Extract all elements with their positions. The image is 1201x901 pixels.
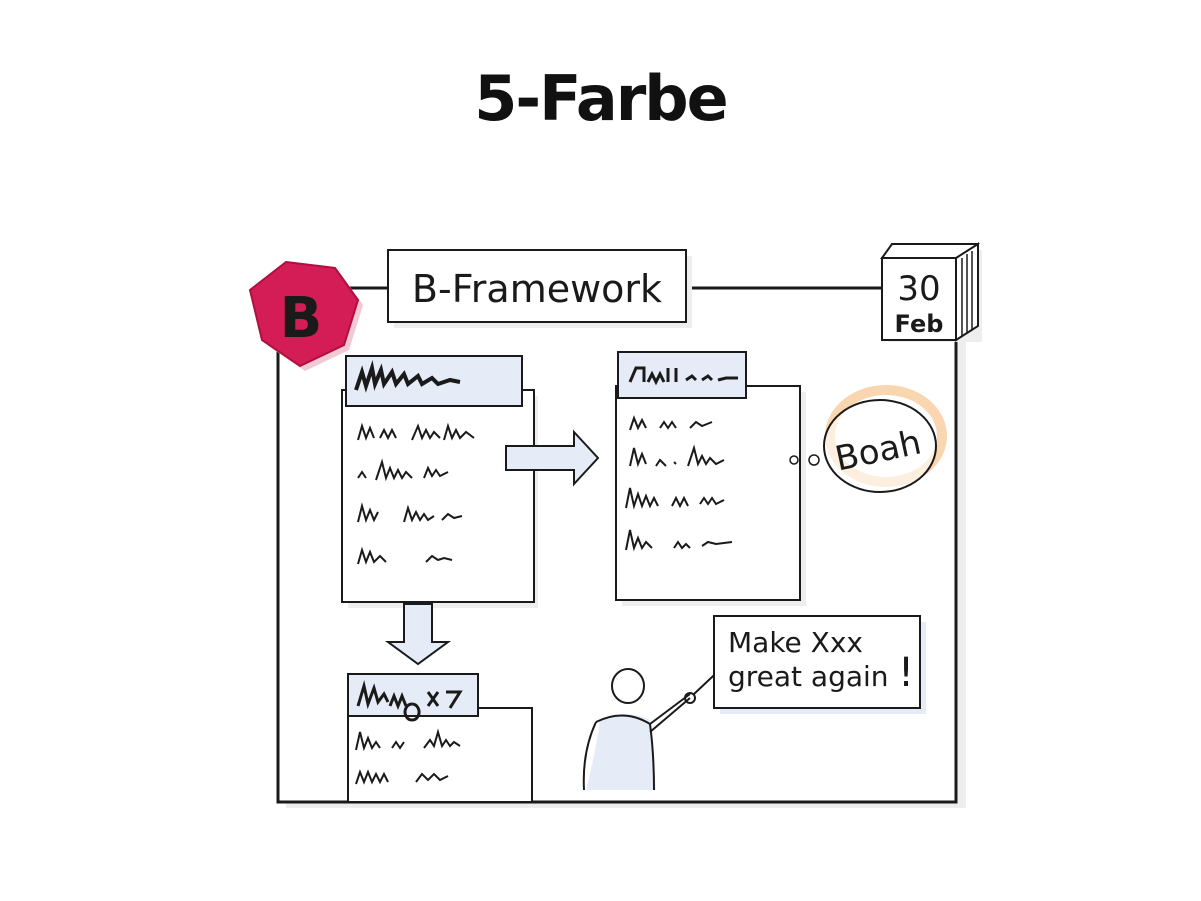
card2-scribbles xyxy=(625,415,733,552)
logo-hexagon xyxy=(248,260,360,368)
card3-scribbles xyxy=(355,728,461,785)
page-title: 5-Farbe xyxy=(474,62,728,135)
card2-body xyxy=(615,385,801,601)
header-title: B-Framework xyxy=(412,267,662,311)
card1-body xyxy=(341,389,535,603)
presenter-hand xyxy=(684,692,696,704)
sign-line1: Make Xxx xyxy=(728,626,863,659)
card3-body xyxy=(347,707,533,803)
card2-header xyxy=(617,351,747,399)
card3-header xyxy=(347,673,479,717)
thought-dot-medium xyxy=(808,454,820,466)
sign-line2: great again xyxy=(728,660,889,693)
presenter-figure xyxy=(582,661,729,791)
arrow-down-icon xyxy=(384,603,452,666)
presenter-head xyxy=(611,668,645,704)
header-box xyxy=(387,249,687,323)
calendar-day: 30 xyxy=(897,269,940,309)
thought-dot-small xyxy=(789,455,799,465)
sign-exclamation: ! xyxy=(898,650,914,696)
sign-board xyxy=(713,615,921,709)
card3-header-scribble xyxy=(356,680,463,722)
card1-scribbles xyxy=(357,422,475,565)
card1-header-scribble xyxy=(354,360,461,393)
presenter-arm xyxy=(649,693,691,733)
logo-letter: B xyxy=(280,286,323,351)
arrow-right-icon xyxy=(505,429,600,487)
speech-bubble xyxy=(823,399,937,493)
calendar-month: Feb xyxy=(895,310,944,338)
presenter-torso xyxy=(582,714,655,791)
calendar-face xyxy=(881,257,957,341)
presenter-body-fill xyxy=(586,714,656,790)
card2-header-scribble xyxy=(628,366,738,386)
